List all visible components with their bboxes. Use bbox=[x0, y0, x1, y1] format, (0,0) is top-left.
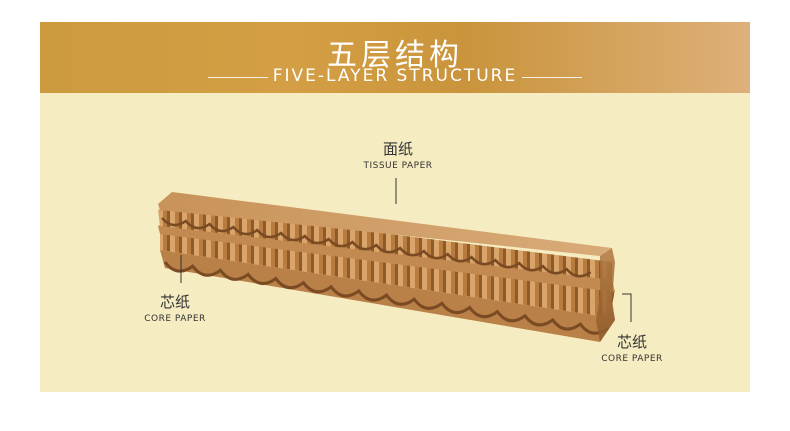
tissue-label-en: TISSUE PAPER bbox=[363, 161, 433, 171]
upper-wave-edge bbox=[161, 217, 592, 278]
core-right-label-cn: 芯纸 bbox=[616, 333, 647, 351]
lower-flute-layer bbox=[160, 228, 615, 316]
tissue-paper-label: 面纸 TISSUE PAPER bbox=[358, 138, 438, 171]
title-divider-right bbox=[522, 77, 582, 78]
core-left-label-cn: 芯纸 bbox=[159, 293, 190, 311]
middle-liner-sheet bbox=[158, 222, 615, 292]
core-right-callout-line bbox=[622, 293, 632, 322]
core-right-label-en: CORE PAPER bbox=[601, 354, 663, 364]
title-chinese: 五层结构 bbox=[327, 38, 463, 73]
lower-wave-edge bbox=[163, 261, 609, 335]
header-banner: 五层结构 FIVE-LAYER STRUCTURE bbox=[40, 22, 750, 93]
tissue-label-cn: 面纸 bbox=[382, 140, 413, 158]
content-panel: 五层结构 FIVE-LAYER STRUCTURE bbox=[40, 22, 750, 392]
title-divider-left bbox=[208, 77, 268, 78]
tissue-paper-sheet bbox=[158, 192, 612, 256]
title-english: FIVE-LAYER STRUCTURE bbox=[272, 66, 518, 86]
core-paper-label-right: 芯纸 CORE PAPER bbox=[592, 331, 672, 364]
board-end-cap bbox=[596, 248, 615, 342]
core-paper-label-left: 芯纸 CORE PAPER bbox=[132, 291, 218, 324]
core-left-label-en: CORE PAPER bbox=[144, 314, 206, 324]
upper-flute-layer bbox=[158, 206, 612, 280]
